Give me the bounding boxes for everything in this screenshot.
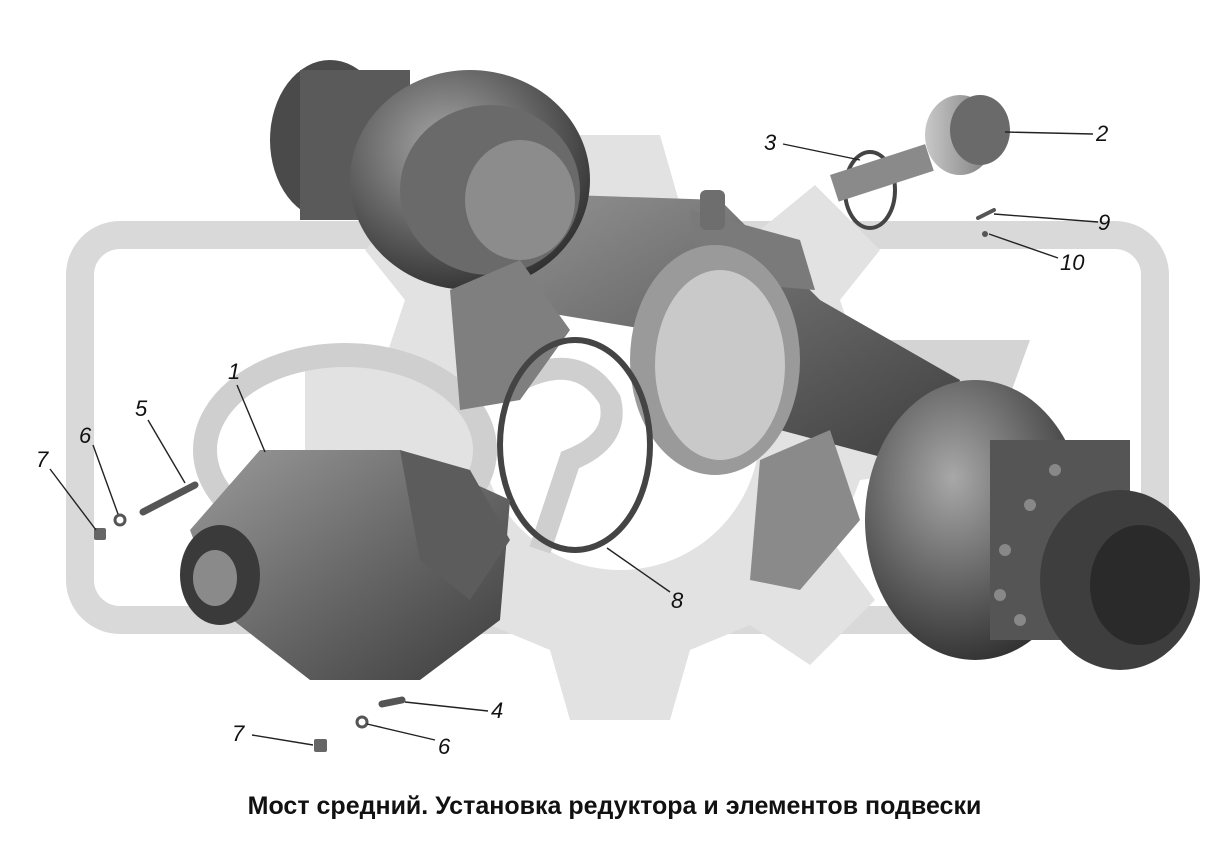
housing-flange-ring [630,245,800,475]
callout-6b: 6 [438,734,451,759]
suspension-bracket-left [450,260,570,410]
callout-labels: 1 2 3 4 5 6 6 7 7 8 9 10 [36,121,1110,759]
callout-7a: 7 [36,447,49,472]
callout-1: 1 [228,359,240,384]
leader-lines [49,131,1099,746]
washer-6-left [113,513,127,527]
gasket-ring [497,337,653,553]
diagram-caption: Мост средний. Установка редуктора и элем… [247,792,982,820]
callout-8: 8 [671,588,684,613]
callout-4: 4 [491,698,503,723]
callout-9: 9 [1098,210,1110,235]
callout-5: 5 [135,396,148,421]
washer-6-bottom [355,715,369,729]
nut-7-left [94,528,106,540]
pin-10 [982,231,988,237]
stud-5 [139,481,199,516]
callout-7b: 7 [232,721,245,746]
drive-flange [829,95,1010,202]
left-wheel-hub [270,60,590,290]
callout-6a: 6 [79,423,92,448]
final-drive-reducer [180,450,510,680]
right-wheel-hub [865,380,1200,670]
stud-4 [378,696,406,708]
nut-7-bottom [314,739,327,752]
callout-2: 2 [1095,121,1108,146]
pin-9 [976,208,996,220]
callout-10: 10 [1060,250,1085,275]
suspension-bracket-right [750,430,860,590]
callout-3: 3 [764,130,777,155]
